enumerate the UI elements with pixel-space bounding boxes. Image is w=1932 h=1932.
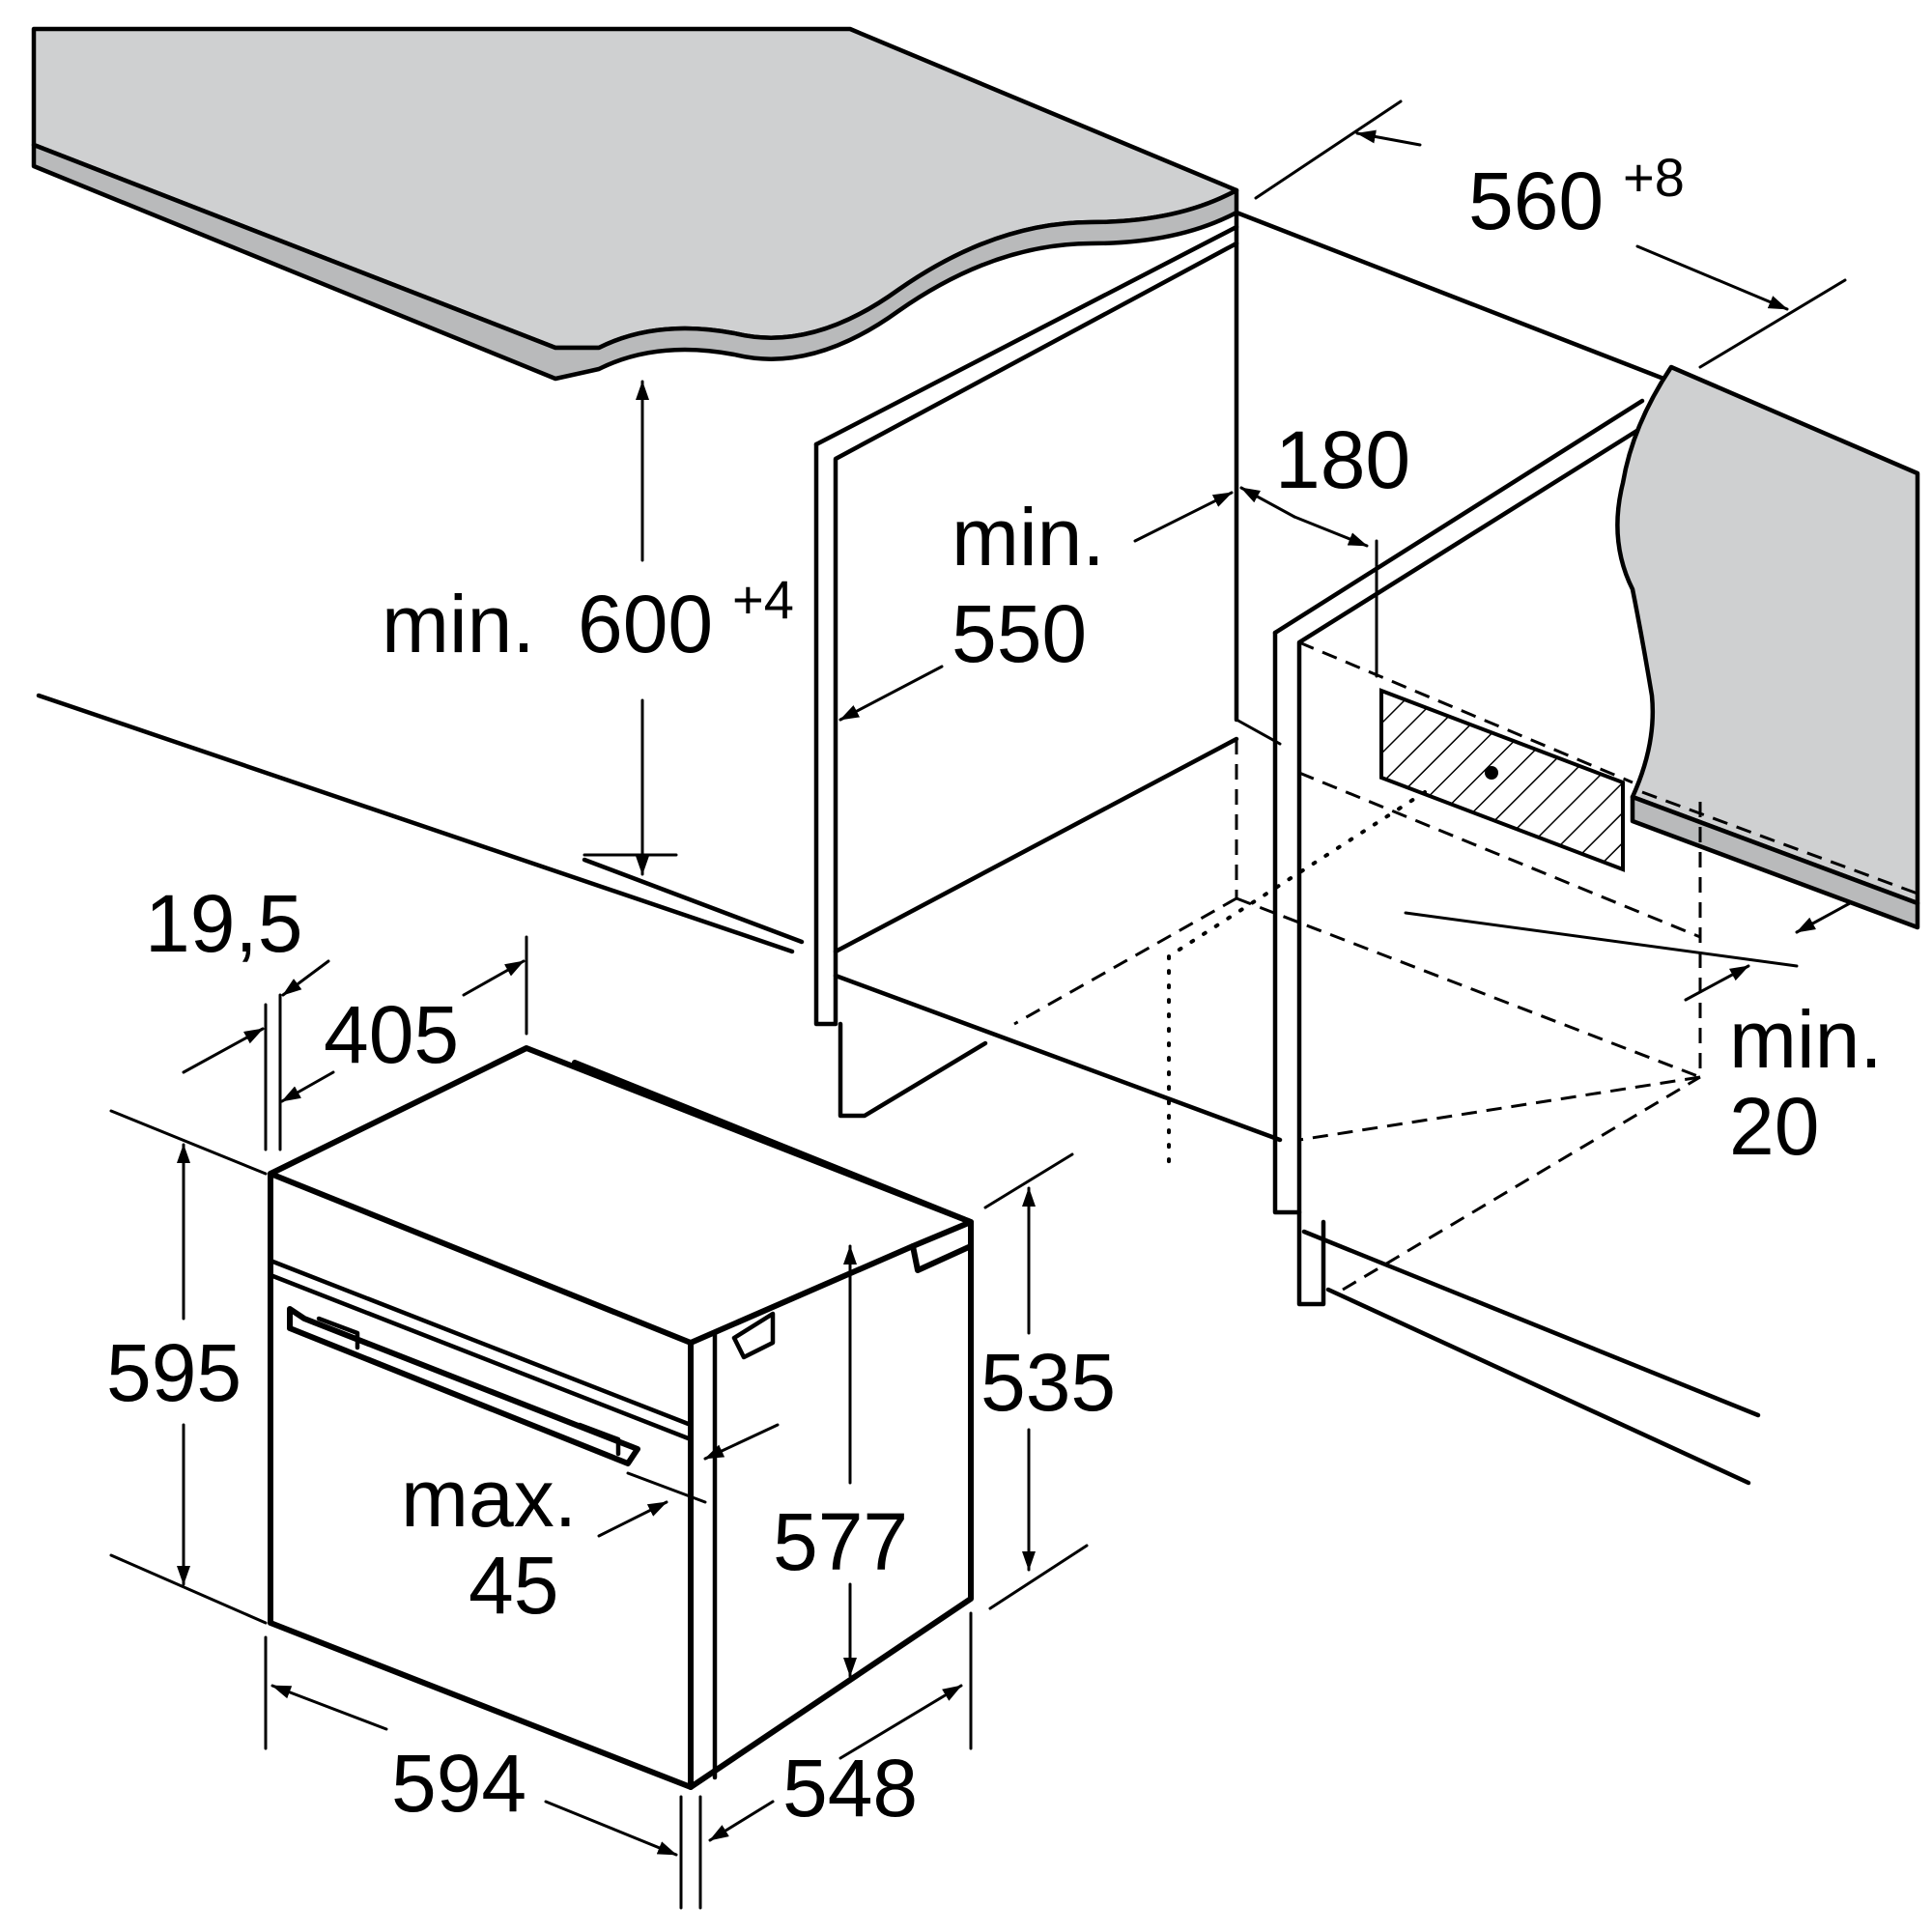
extension-lines [109,99,1847,1910]
dim-560-tolerance: +8 [1623,147,1685,208]
dim-45-value: 45 [469,1540,558,1631]
dim-20-value: 20 [1729,1081,1819,1172]
dim-595: 595 [106,1327,242,1418]
ventilation-opening [1379,688,1625,872]
dim-180: 180 [1275,414,1410,505]
dim-550-prefix: min. [952,492,1105,582]
dim-45-prefix: max. [401,1453,577,1544]
dim-20-prefix: min. [1729,994,1883,1085]
countertop-left [31,26,1239,382]
countertop-right [1615,364,1920,930]
dim-548: 548 [782,1743,918,1833]
dim-594: 594 [391,1738,526,1829]
dimension-labels: 560 +8 180 min. 550 min. 600 +4 min. 20 … [106,147,1883,1833]
dim-577: 577 [773,1496,908,1587]
dim-560-value: 560 [1468,156,1604,246]
niche-hidden-lines [1013,640,1918,1292]
dim-600-value: 600 [578,579,713,669]
dim-550-value: 550 [952,588,1087,679]
dimension-arrows [177,129,1852,1857]
cabinet-right-panel [1234,210,1674,1307]
oven [268,1045,974,1790]
floor-lines [36,693,1761,1486]
cabinet-left-panel [813,210,1283,1143]
dim-600-tolerance: +4 [732,569,794,630]
dim-405: 405 [324,989,459,1080]
dim-19-5: 19,5 [145,878,303,969]
dim-535: 535 [980,1337,1116,1428]
dim-600-prefix: min. [382,579,535,669]
